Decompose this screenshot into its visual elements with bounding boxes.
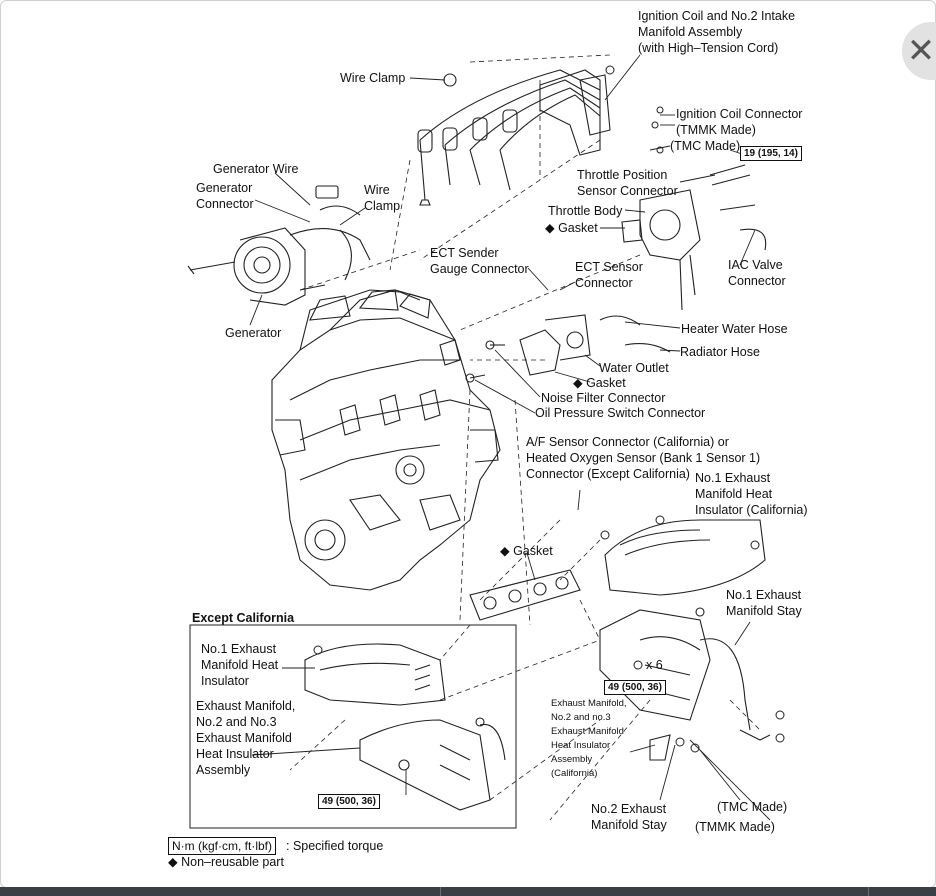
label-af-sensor-line3: Connector (Except California) xyxy=(526,467,690,481)
label-wire-clamp-left-line1: Wire xyxy=(364,183,390,197)
label-exhaust-manifold-ca-line5: Assembly xyxy=(551,754,593,765)
label-throttle-position-line2: Sensor Connector xyxy=(577,184,678,198)
label-iac-valve-line1: IAC Valve xyxy=(728,258,783,272)
label-generator-wire: Generator Wire xyxy=(213,162,299,176)
label-no1-insulator-ca-line3: Insulator (California) xyxy=(695,503,808,517)
label-x6: x 6 xyxy=(646,658,663,672)
legend-torque-text: : Specified torque xyxy=(286,839,384,853)
label-exhaust-manifold-ca-line2: No.2 and no.3 xyxy=(551,712,611,723)
label-except-california: Except California xyxy=(192,611,295,625)
label-exhaust-manifold-ca-line1: Exhaust Manifold, xyxy=(551,698,627,709)
label-radiator-hose: Radiator Hose xyxy=(680,345,760,359)
label-af-sensor-line1: A/F Sensor Connector (California) or xyxy=(526,435,729,449)
label-throttle-position-line1: Throttle Position xyxy=(577,168,668,182)
label-generator-connector-line2: Connector xyxy=(196,197,254,211)
label-no1-insulator-ca-line1: No.1 Exhaust xyxy=(695,471,771,485)
bolts xyxy=(313,65,785,753)
water-outlet-shape xyxy=(465,314,671,383)
label-exhaust-manifold-left-line3: Exhaust Manifold xyxy=(196,731,292,745)
label-tmc-made-bottom: (TMC Made) xyxy=(717,800,788,814)
label-no2-stay: No.2 Exhaust Manifold Stay xyxy=(591,801,667,833)
label-exhaust-manifold-left: Exhaust Manifold, No.2 and No.3 Exhaust … xyxy=(196,698,295,778)
bottom-toolbar-divider xyxy=(868,887,869,896)
label-water-outlet: Water Outlet xyxy=(599,361,669,375)
label-no1-stay: No.1 Exhaust Manifold Stay xyxy=(726,587,802,619)
label-af-sensor: A/F Sensor Connector (California) or Hea… xyxy=(526,434,760,482)
label-ect-sensor-line1: ECT Sensor xyxy=(575,260,643,274)
label-no1-insulator-ca: No.1 Exhaust Manifold Heat Insulator (Ca… xyxy=(695,470,808,518)
label-exhaust-manifold-ca: Exhaust Manifold, No.2 and no.3 Exhaust … xyxy=(551,697,627,781)
label-wire-clamp-left-line2: Clamp xyxy=(364,199,401,213)
label-ignition-coil: Ignition Coil and No.2 Intake Manifold A… xyxy=(638,8,795,56)
torque-19: 19 (195, 14) xyxy=(740,146,802,161)
label-exhaust-manifold-left-line2: No.2 and No.3 xyxy=(196,715,277,729)
label-ignition-coil-line3: (with High–Tension Cord) xyxy=(638,41,779,55)
label-iac-valve-line2: Connector xyxy=(728,274,786,288)
label-gasket-water: ◆ Gasket xyxy=(573,376,626,390)
label-exhaust-manifold-ca-line3: Exhaust Manifold xyxy=(551,726,624,737)
label-wire-clamp-left: Wire Clamp xyxy=(364,182,400,214)
label-exhaust-manifold-left-line4: Heat Insulator xyxy=(196,747,274,761)
label-no2-stay-line2: Manifold Stay xyxy=(591,818,667,832)
label-throttle-position: Throttle Position Sensor Connector xyxy=(577,167,678,199)
label-gasket-throttle: ◆ Gasket xyxy=(545,221,598,235)
label-heater-water-hose: Heater Water Hose xyxy=(681,322,788,336)
label-no1-insulator: No.1 Exhaust Manifold Heat Insulator xyxy=(201,641,278,689)
legend-nonreusable: ◆ Non–reusable part xyxy=(168,855,284,869)
label-ect-sender-line1: ECT Sender xyxy=(430,246,499,260)
label-ect-sensor: ECT Sensor Connector xyxy=(575,259,643,291)
leader-lines xyxy=(249,54,771,821)
label-no1-insulator-ca-line2: Manifold Heat xyxy=(695,487,773,501)
label-no1-insulator-line2: Manifold Heat xyxy=(201,658,279,672)
label-gasket-exhaust: ◆ Gasket xyxy=(500,544,553,558)
except-ca-box xyxy=(189,624,517,829)
label-generator: Generator xyxy=(225,326,282,340)
label-ignition-coil-connector-line1: Ignition Coil Connector xyxy=(676,107,803,121)
dashed-lines xyxy=(289,54,761,821)
label-generator-connector: Generator Connector xyxy=(196,180,254,212)
throttle-body-shape xyxy=(621,164,767,311)
close-icon: ✕ xyxy=(906,32,936,70)
label-ignition-coil-connector: Ignition Coil Connector (TMMK Made) xyxy=(676,106,802,138)
label-exhaust-manifold-ca-line6: (California) xyxy=(551,768,598,779)
label-ect-sender-line2: Gauge Connector xyxy=(430,262,529,276)
label-no1-stay-line1: No.1 Exhaust xyxy=(726,588,802,602)
torque-49-right: 49 (500, 36) xyxy=(604,680,666,695)
label-ect-sensor-line2: Connector xyxy=(575,276,633,290)
exhaust-gasket-shape xyxy=(469,569,581,621)
legend-torque-box: N·m (kgf·cm, ft·lbf) xyxy=(168,837,276,855)
label-no1-insulator-line3: Insulator xyxy=(201,674,249,688)
label-oil-pressure: Oil Pressure Switch Connector xyxy=(535,406,706,420)
label-exhaust-manifold-ca-line4: Heat Insulator xyxy=(551,740,611,751)
engine-block xyxy=(271,289,501,591)
label-tmmk-made-bottom: (TMMK Made) xyxy=(695,820,775,834)
label-generator-connector-line1: Generator xyxy=(196,181,253,195)
label-iac-valve: IAC Valve Connector xyxy=(728,257,786,289)
bottom-toolbar-divider xyxy=(440,887,441,896)
label-no1-stay-line2: Manifold Stay xyxy=(726,604,802,618)
label-ignition-coil-line2: Manifold Assembly xyxy=(638,25,743,39)
label-ect-sender: ECT Sender Gauge Connector xyxy=(430,245,529,277)
generator-shape xyxy=(187,185,371,306)
bottom-toolbar xyxy=(0,887,936,896)
label-tmc-made-top: (TMC Made) xyxy=(670,139,741,153)
label-ignition-coil-line1: Ignition Coil and No.2 Intake xyxy=(638,9,796,23)
label-no2-stay-line1: No.2 Exhaust xyxy=(591,802,667,816)
torque-49-left: 49 (500, 36) xyxy=(318,794,380,809)
label-af-sensor-line2: Heated Oxygen Sensor (Bank 1 Sensor 1) xyxy=(526,451,761,465)
exhaust-manifold-left-shape xyxy=(304,643,506,811)
label-throttle-body: Throttle Body xyxy=(548,204,623,218)
label-exhaust-manifold-left-line1: Exhaust Manifold, xyxy=(196,699,296,713)
label-wire-clamp-top: Wire Clamp xyxy=(340,71,406,85)
label-no1-insulator-line1: No.1 Exhaust xyxy=(201,642,277,656)
label-ignition-coil-connector-line2: (TMMK Made) xyxy=(676,123,756,137)
label-exhaust-manifold-left-line5: Assembly xyxy=(196,763,251,777)
label-noise-filter: Noise Filter Connector xyxy=(541,391,666,405)
